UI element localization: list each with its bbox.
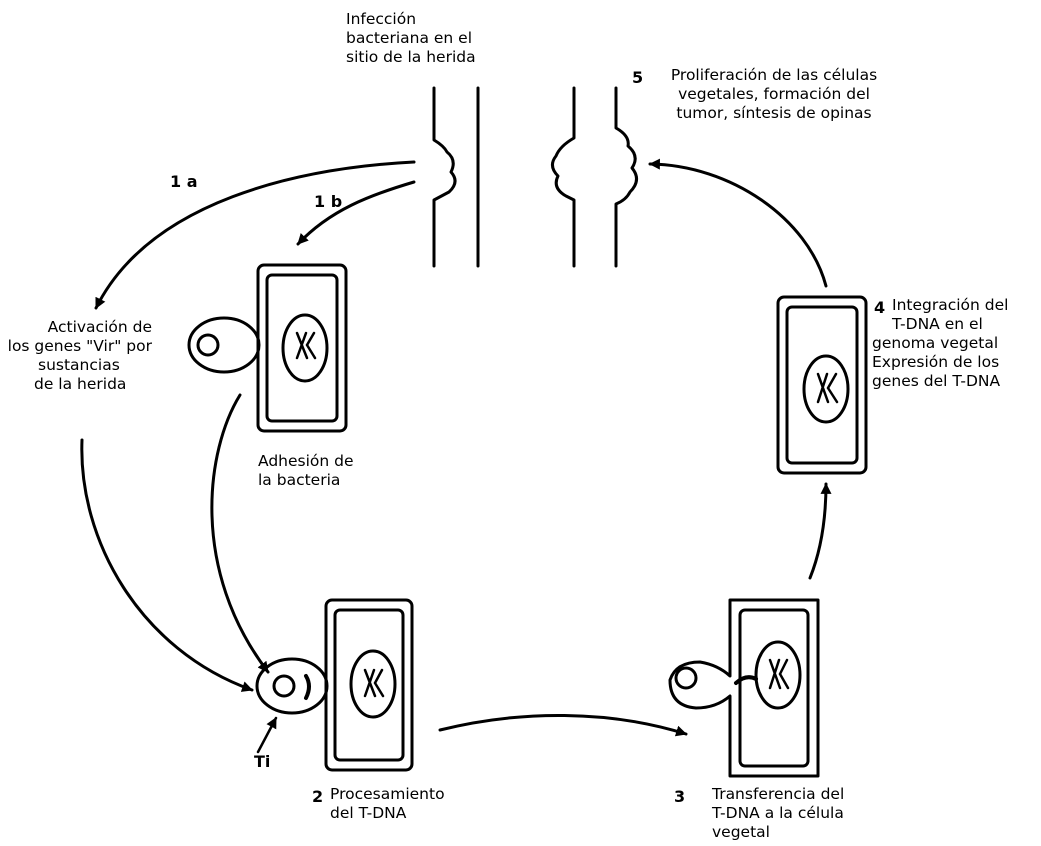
cell-processing <box>257 600 412 770</box>
tumor-stem-right <box>552 88 636 266</box>
ti-plasmid-label: Ti <box>254 752 270 771</box>
step-2-number: 2 <box>312 787 323 806</box>
step-4-label: Integración del T-DNA en el genoma veget… <box>872 296 1008 391</box>
cell-integration <box>778 297 866 473</box>
arrow-ti-pointer <box>258 718 276 752</box>
step-1a-number: 1 a <box>170 172 198 191</box>
arrow-1a <box>96 162 414 308</box>
arrow-processing-to-transfer <box>440 715 686 734</box>
cell-transfer <box>670 600 818 776</box>
arrow-transfer-to-integration <box>810 484 826 578</box>
step-1b-number: 1 b <box>314 192 342 211</box>
vir-activation-label-cont: sustancias <box>38 356 120 375</box>
step-3-number: 3 <box>674 787 685 806</box>
step-5-number: 5 <box>632 68 643 87</box>
arrow-adhesion-to-processing <box>212 395 268 672</box>
wounded-stem-left <box>434 88 478 266</box>
arrow-integration-to-tumor <box>650 164 826 286</box>
arrow-activation-to-processing <box>82 440 252 690</box>
vir-activation-label-end: de la herida <box>34 375 126 394</box>
cell-adhesion <box>189 265 346 431</box>
